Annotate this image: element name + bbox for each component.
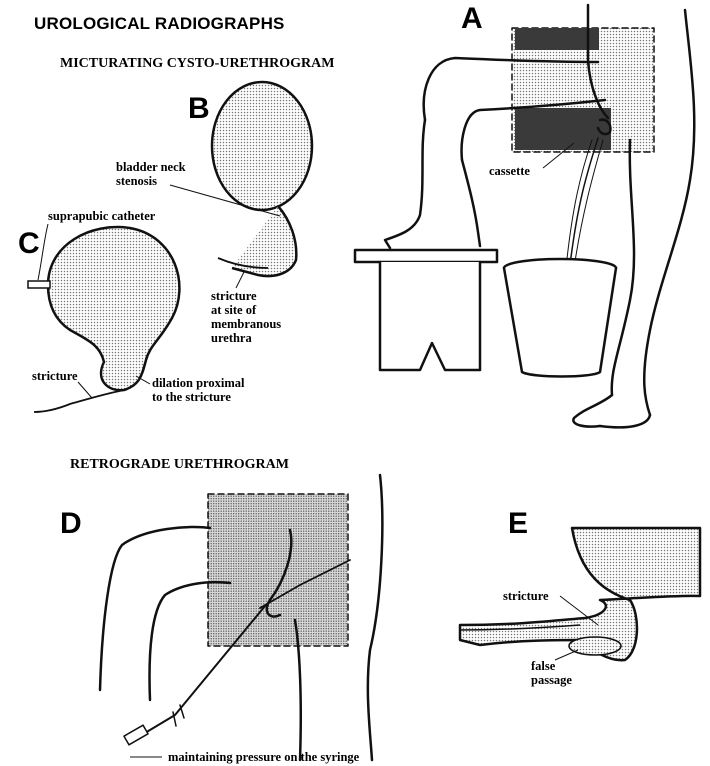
panel-letter-a: A [461, 2, 483, 35]
stricture-c-pointer [78, 382, 92, 398]
panel-letter-e: E [508, 507, 528, 540]
label-stricture-e: stricture [503, 589, 549, 603]
label-stricture-c: stricture [32, 369, 78, 383]
main-title: UROLOGICAL RADIOGRAPHS [34, 14, 285, 33]
panel-b-bladder [212, 82, 312, 276]
label-false-2: passage [531, 673, 572, 687]
panel-letter-b: B [188, 92, 210, 125]
stricture-b-pointer [236, 272, 244, 288]
label-syringe: maintaining pressure on the syringe [168, 750, 360, 764]
stool-top [355, 250, 497, 262]
false-passage-pointer [555, 650, 578, 660]
panel-d [100, 475, 382, 760]
label-stricture-b-4: urethra [211, 331, 252, 345]
label-bladder-neck-2: stenosis [116, 174, 157, 188]
label-cassette: cassette [489, 164, 530, 178]
panel-letter-d: D [60, 507, 82, 540]
label-stricture-b-1: stricture [211, 289, 257, 303]
label-false-1: false [531, 659, 556, 673]
panel-letter-c: C [18, 227, 40, 260]
cassette-dark-top [515, 28, 599, 50]
label-stricture-b-2: at site of [211, 303, 257, 317]
label-suprapubic: suprapubic catheter [48, 209, 156, 223]
section-title-micturating: MICTURATING CYSTO-URETHROGRAM [60, 56, 334, 71]
label-dilation-2: to the stricture [152, 390, 231, 404]
label-stricture-b-3: membranous [211, 317, 281, 331]
cassette-area-d [208, 494, 348, 646]
suprapubic-catheter [28, 281, 50, 288]
false-passage [569, 637, 621, 655]
panel-a [355, 5, 694, 427]
label-dilation-1: dilation proximal [152, 376, 245, 390]
section-title-retrograde: RETROGRADE URETHROGRAM [70, 457, 289, 472]
label-bladder-neck-1: bladder neck [116, 160, 186, 174]
